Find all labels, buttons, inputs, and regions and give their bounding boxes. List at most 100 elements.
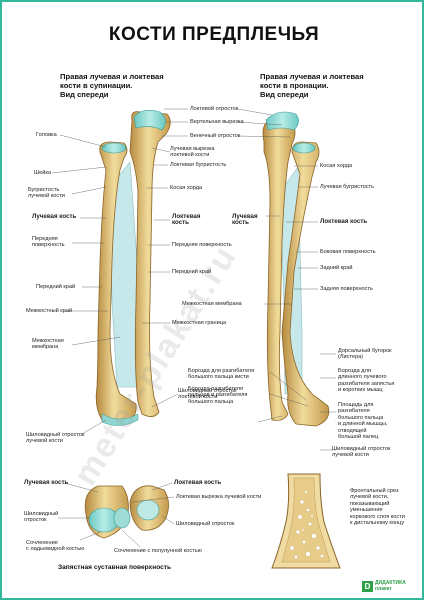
label-line: разгибателя bbox=[338, 408, 370, 415]
logo-line: ДИДАКТИКА bbox=[375, 580, 406, 586]
label-groove-edc: Борозда разгибателя пальцев и разгибател… bbox=[188, 386, 247, 405]
label-line: поверхность bbox=[32, 242, 65, 249]
label-interosseous-membrane-right: Межкостная мембрана bbox=[182, 301, 242, 307]
label-line: к дистальному концу bbox=[350, 520, 405, 527]
label-line: разгибателя запястья bbox=[338, 380, 395, 387]
label-line: лучевой кости bbox=[332, 452, 369, 459]
label-line: большого пальца bbox=[188, 398, 234, 405]
trochlear-cartilage-left bbox=[133, 110, 166, 131]
label-line: Шиловидный bbox=[24, 511, 59, 517]
wrist-surface bbox=[84, 485, 169, 539]
label-interosseous-margin: Межкостная граница bbox=[172, 320, 227, 326]
right-header-line: Правая лучевая и локтевая bbox=[260, 72, 364, 81]
logo-line: плакат bbox=[375, 585, 392, 592]
label-line: Бугристость bbox=[28, 187, 60, 193]
right-header-line: Вид спереди bbox=[260, 90, 309, 99]
label-radial-notch: Лучевая вырезка локтевой кости bbox=[170, 146, 215, 159]
radial-head-cartilage-right bbox=[292, 142, 316, 154]
label-trochlear-notch: Вертельная вырезка bbox=[190, 119, 244, 125]
label-line: большого пальца кисти bbox=[188, 374, 249, 381]
label-anterior-surface-left: Передняя поверхность bbox=[32, 236, 64, 249]
publisher-logo: D ДИДАКТИКА плакат bbox=[362, 580, 412, 594]
label-line: большого пальца bbox=[338, 414, 384, 421]
label-line: коркового слоя кости bbox=[350, 513, 405, 520]
left-header-line: Правая лучевая и локтевая bbox=[60, 72, 164, 81]
right-header-line: кости в пронации. bbox=[260, 81, 329, 90]
label-line: кость bbox=[172, 219, 189, 227]
label-line: и коротких мышц bbox=[338, 387, 383, 394]
right-header: Правая лучевая и локтевая кости в пронац… bbox=[260, 72, 364, 99]
right-forearm bbox=[262, 111, 330, 427]
label-line: и длинной мышцы, bbox=[338, 421, 388, 428]
label-ulnar-styloid: Шиловидный отросток локтевой кости bbox=[178, 388, 236, 401]
left-header-line: Вид спереди bbox=[60, 90, 109, 99]
label-line: (Листера) bbox=[338, 354, 364, 361]
label-ulna-left: Локтевая кость bbox=[172, 213, 201, 227]
radius-left bbox=[95, 141, 137, 423]
label-line: длинного лучевого bbox=[338, 374, 387, 381]
label-line: с ладьевидной костью bbox=[26, 546, 85, 553]
label-line: Шиловидный отросток bbox=[178, 388, 237, 394]
left-header: Правая лучевая и локтевая кости в супина… bbox=[60, 72, 164, 99]
ulna-head-cartilage bbox=[136, 499, 160, 521]
label-lateral-surface: Боковая поверхность bbox=[320, 249, 376, 255]
label-line: уменьшение bbox=[350, 507, 383, 514]
label-line: большой палец bbox=[338, 434, 379, 441]
label-line: показывающий bbox=[350, 500, 390, 507]
label-line: отросток bbox=[24, 517, 47, 524]
label-line: Дорсальный бугорок bbox=[338, 348, 392, 354]
label-line: Локтевая bbox=[172, 213, 201, 220]
label-line: отводящей bbox=[338, 427, 367, 434]
leader-lines bbox=[51, 108, 336, 451]
distal-cartilage-left bbox=[101, 413, 139, 426]
label-section-note: Фронтальный срез лучевой кости, показыва… bbox=[350, 488, 405, 526]
label-groove-apl: Площадь для разгибателя большого пальца … bbox=[338, 402, 387, 440]
label-radius-right: Лучевая кость bbox=[232, 213, 258, 227]
label-line: Лучевая вырезка bbox=[170, 146, 215, 152]
label-line: Шиловидный отросток bbox=[332, 446, 391, 452]
label-ulnar-tuberosity: Локтевая бугристость bbox=[170, 162, 227, 168]
label-anterior-border-right: Передний край bbox=[172, 269, 212, 275]
label-interosseous-border: Межкостный край bbox=[26, 308, 73, 314]
label-line: мембрана bbox=[32, 344, 59, 351]
label-olecranon: Локтевой отросток bbox=[190, 106, 239, 112]
label-line: лучевой кости bbox=[28, 193, 65, 200]
label-radial-tuberosity-left: Бугристость лучевой кости bbox=[28, 187, 65, 200]
label-line: Шиловидный отросток bbox=[26, 432, 85, 438]
label-line: Площадь для bbox=[338, 402, 374, 408]
label-line: Борозда для bbox=[338, 368, 371, 374]
label-line: Борозда для разгибателя bbox=[188, 368, 255, 374]
radial-head-cartilage-left bbox=[101, 142, 127, 154]
label-wrist-styloid-right: Шиловидный отросток bbox=[176, 521, 235, 527]
label-head: Головка bbox=[36, 132, 57, 138]
label-lunate-joint: Сочленение с полулунной костью bbox=[114, 548, 202, 554]
label-groove-epl: Борозда для разгибателя большого пальца … bbox=[188, 368, 254, 381]
label-neck: Шейка bbox=[34, 170, 52, 176]
label-anterior-border-left: Передний край bbox=[36, 284, 76, 290]
label-line: пальцев и разгибателя bbox=[188, 392, 248, 399]
left-header-line: кости в супинации. bbox=[60, 81, 133, 90]
proximal-cartilage-right bbox=[265, 111, 299, 131]
label-line: Межкостная bbox=[32, 338, 64, 344]
label-wrist-ulna: Локтевая кость bbox=[174, 479, 222, 486]
label-oblique-cord-right: Косая хорда bbox=[320, 163, 353, 169]
left-forearm bbox=[95, 110, 171, 426]
label-ulnar-notch: Локтевая вырезка лучевой кости bbox=[176, 494, 262, 500]
label-posterior-border: Задний край bbox=[320, 265, 353, 271]
label-radius-left: Лучевая кость bbox=[32, 213, 77, 220]
label-radial-styloid-right: Шиловидный отросток лучевой кости bbox=[332, 446, 390, 459]
label-line: локтевой кости bbox=[170, 152, 210, 159]
logo-text: ДИДАКТИКА плакат bbox=[375, 580, 406, 592]
frontal-section bbox=[271, 473, 341, 569]
label-line: Передняя bbox=[32, 236, 58, 242]
label-line: Борозда разгибателя bbox=[188, 386, 243, 392]
label-line: Сочленение bbox=[26, 540, 58, 546]
label-ulna-right: Локтевая кость bbox=[320, 218, 368, 225]
label-wrist-styloid-left: Шиловидный отросток bbox=[24, 511, 58, 524]
label-posterior-surface: Задняя поверхность bbox=[320, 286, 373, 292]
wrist-leaders bbox=[58, 482, 175, 548]
section-trabeculae bbox=[289, 490, 324, 559]
label-wrist-radius: Лучевая кость bbox=[24, 479, 69, 486]
ulna-left bbox=[129, 111, 171, 417]
